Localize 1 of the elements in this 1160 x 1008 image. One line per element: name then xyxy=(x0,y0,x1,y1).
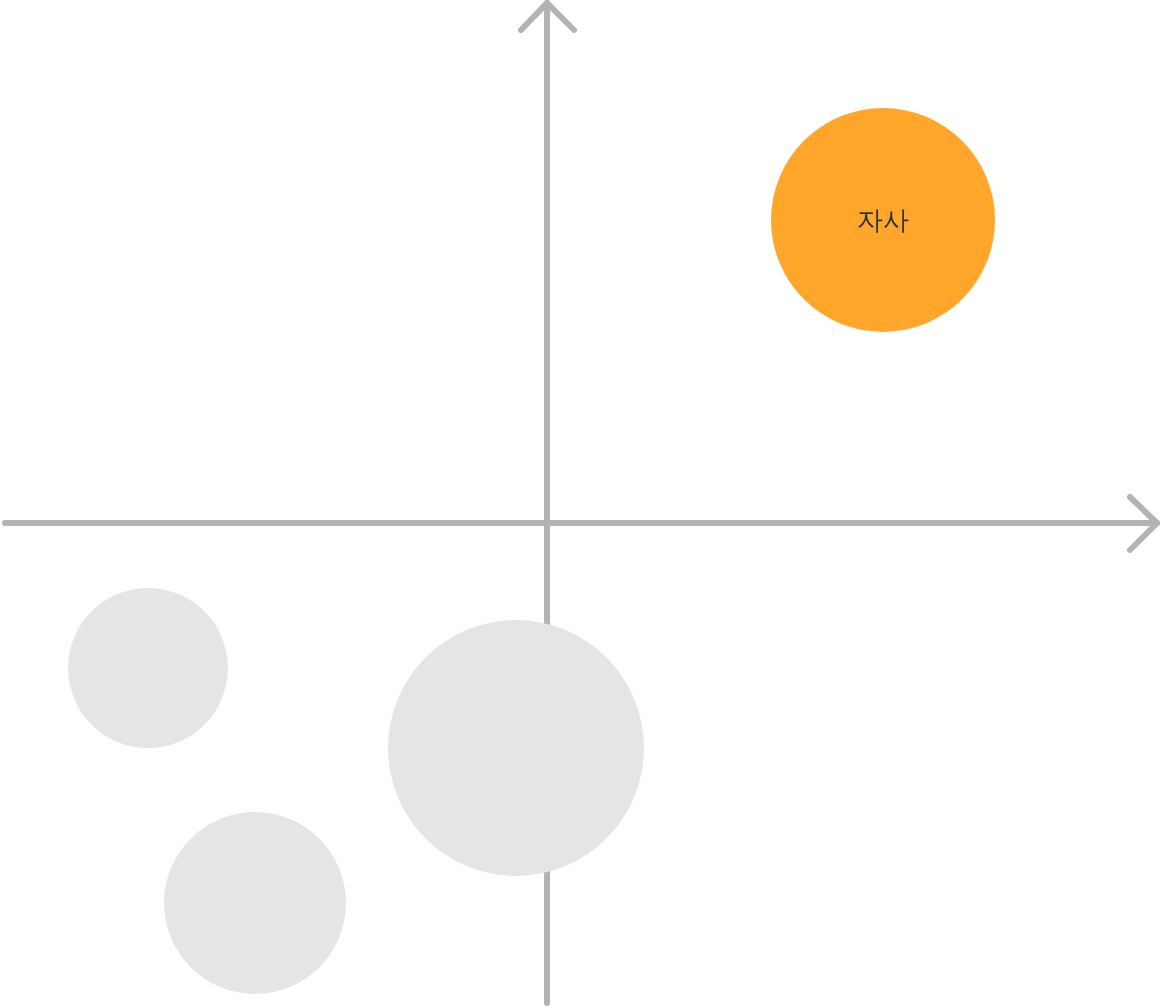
circle-label: 자사 xyxy=(857,203,909,237)
